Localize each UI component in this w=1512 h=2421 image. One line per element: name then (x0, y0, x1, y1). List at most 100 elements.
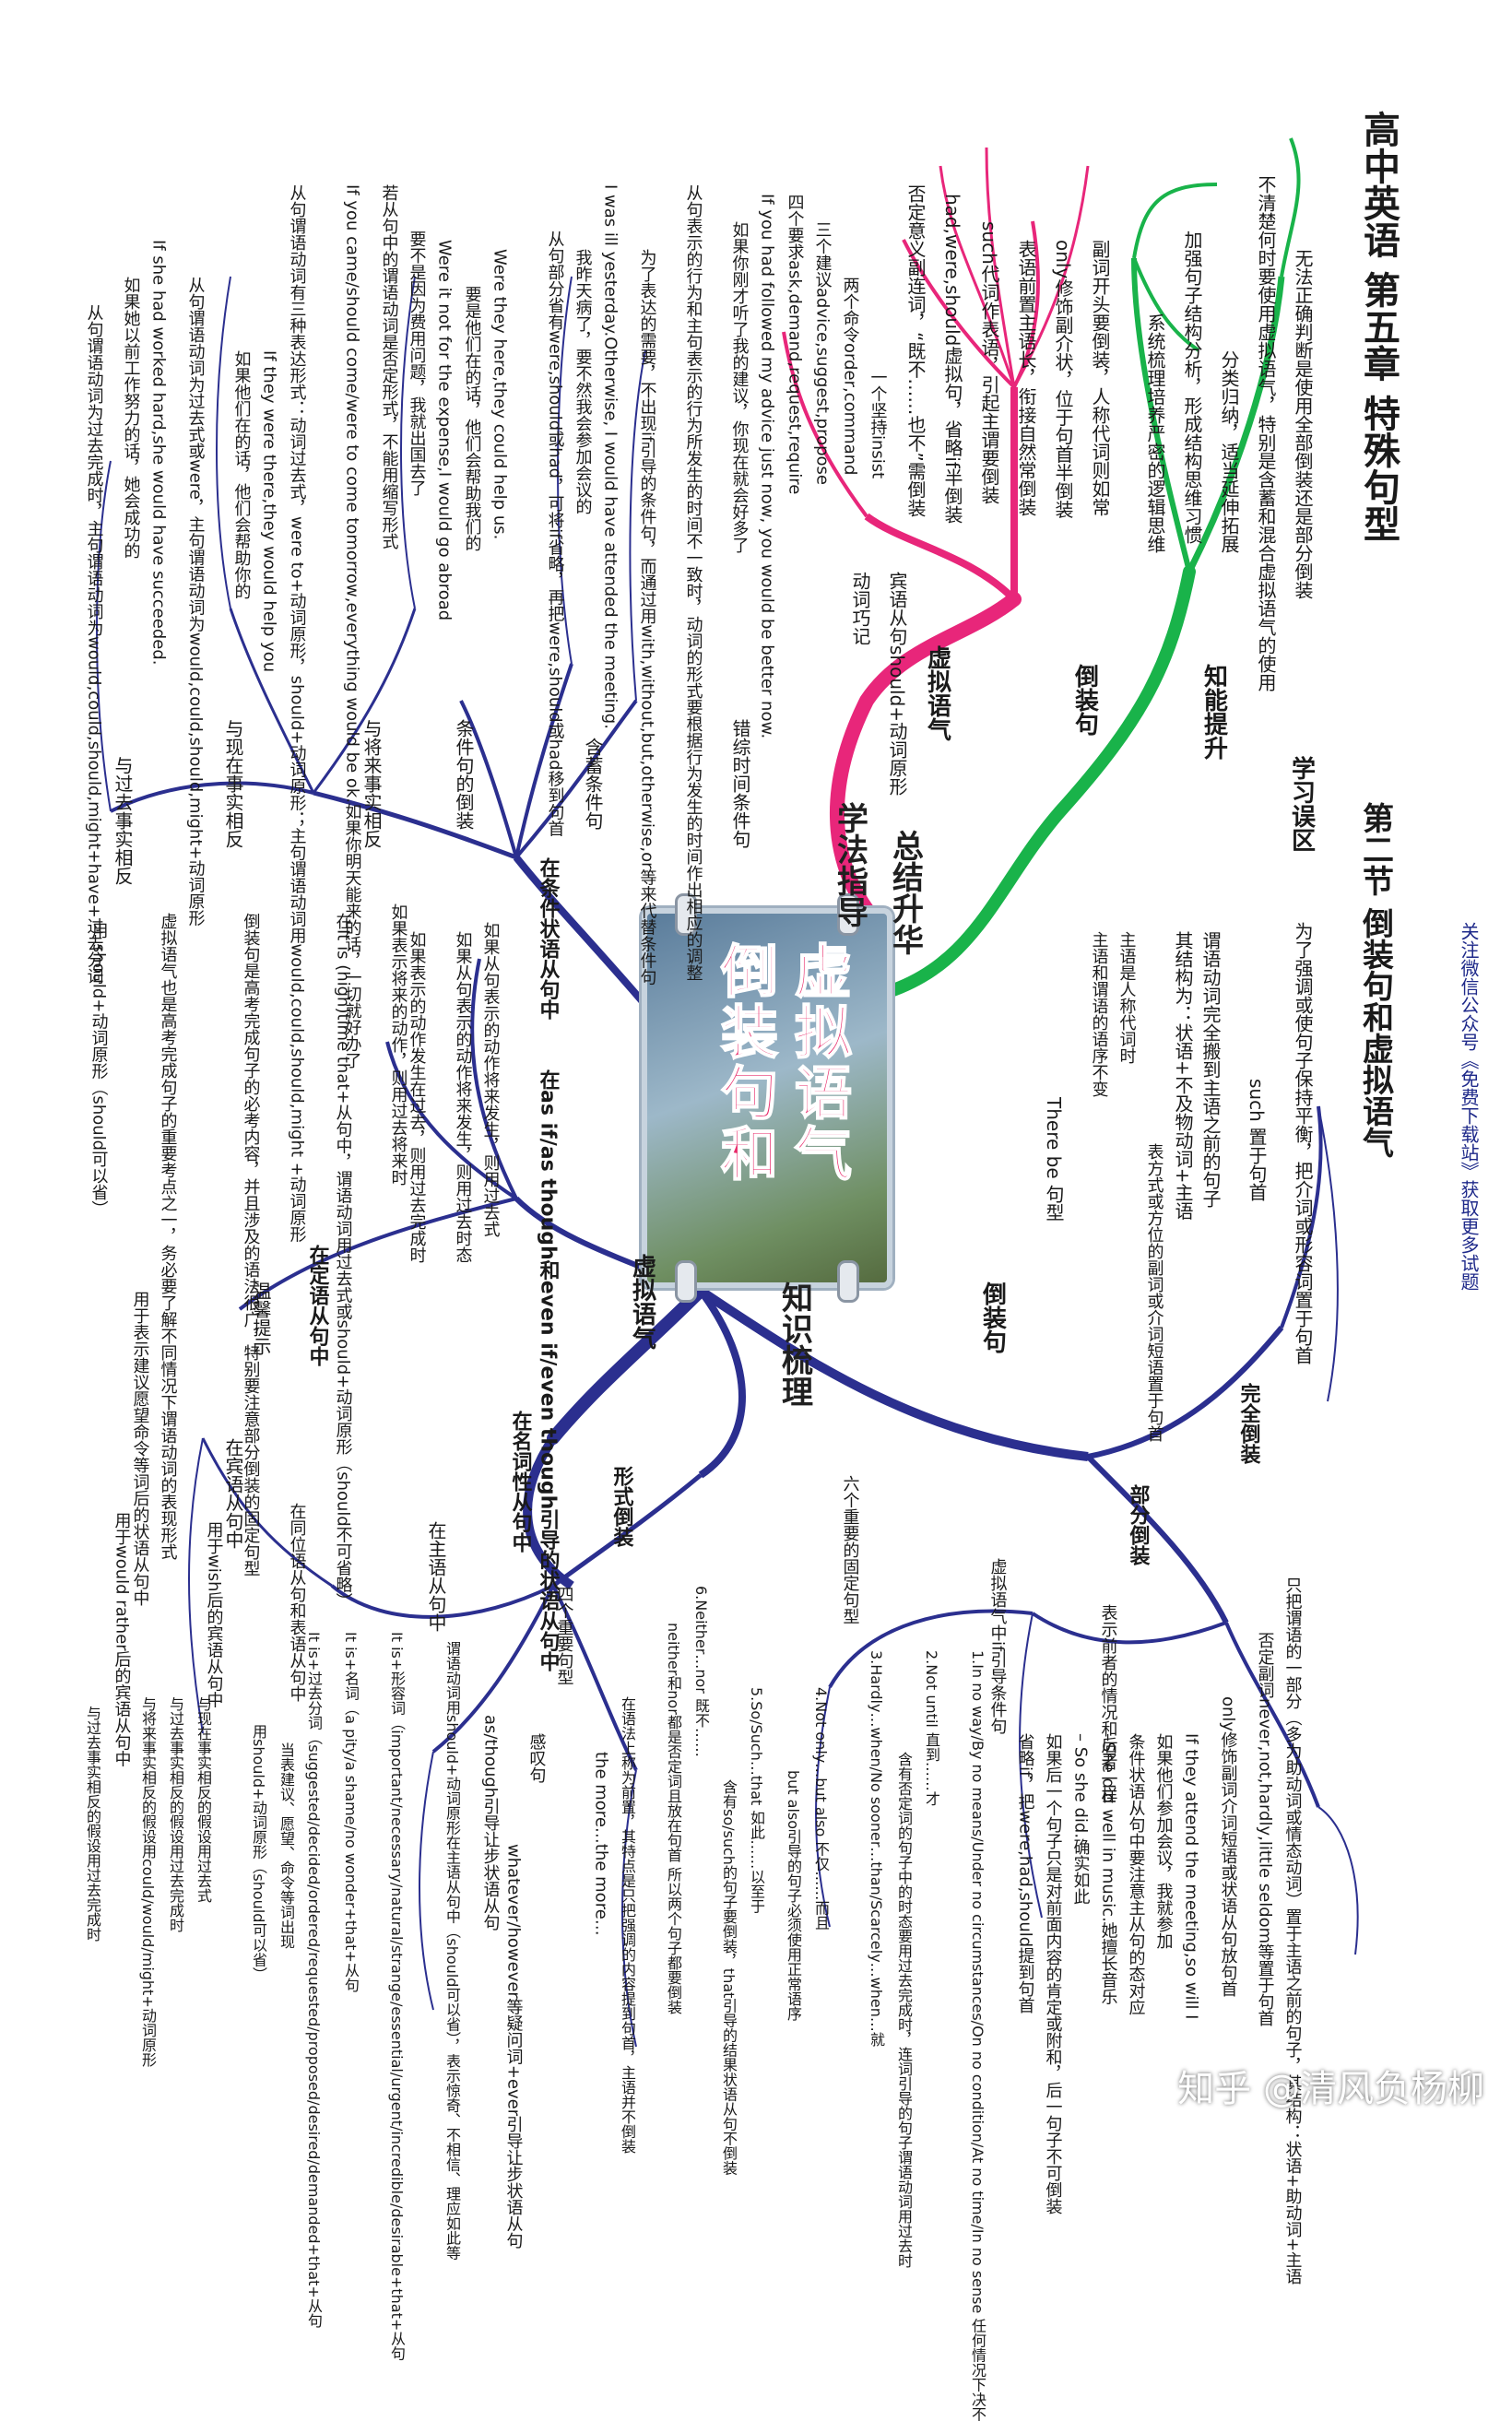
partial-so-she: – So she did.确实如此 (1070, 1733, 1091, 1906)
as-if-text2: 如果表示的动作发生在过去，则用过去完成时 (407, 931, 427, 1263)
binder-ring (675, 1260, 697, 1303)
future-text: If you came/should come/were to come tom… (342, 184, 362, 1069)
summary-method: 表方式或方位的副词或介词短语置于句首 (1144, 1143, 1164, 1442)
formal-though: as/though引导让步状语从句 (480, 1715, 501, 1931)
summary-line3: 其结构为：状语+不及物动词+主语 (1172, 931, 1194, 1221)
partial-neg: 否定副词never,not,hardly,little seldom等置于句首 (1255, 1632, 1275, 2027)
summary-inversion: 倒装句 (978, 1281, 1007, 1353)
fixed-item: but also引导的句子必须使用正常语序 (785, 1770, 802, 2022)
conditional-clause: 在条件状语从句中 (536, 857, 560, 1020)
mind-map-branches (96, 137, 1359, 2048)
present-text: If they were there,they would help you (259, 350, 279, 673)
subjunctive-leaf5: 与将来事实相反 (360, 719, 383, 848)
summary-line5: 主语和谓语的语序不变 (1089, 931, 1109, 1097)
fixed-item: 含有so/such的句子要倒装，that引导的结果状语从句不倒装 (720, 1779, 738, 2176)
formal-four: 四个重要句型 (554, 1586, 574, 1685)
formal-the-more-cn: 在语法上称为前置，其特点是只把强调的内容提到句首，主语并不倒装 (619, 1696, 636, 2154)
partial-intro: 只把谓语的一部分（多为助动词或情态动词）置于主语之前的句子，其结构：状语+助动词… (1282, 1577, 1303, 2285)
inversion-rule: had,were,should虚拟句，省略if半倒装 (941, 194, 963, 524)
subject-clause: 在主语从句中 (425, 1521, 447, 1632)
branch-method: 学法指导 (831, 802, 868, 927)
partial-she-did: –She did well in music.她擅长音乐 (1098, 1733, 1118, 2005)
partial-six: 六个重要的固定句型 (840, 1475, 860, 1624)
section-title: 第二节 倒装句和虚拟语气 (1356, 802, 1394, 1158)
fixed-item: 含有否定词的句子中的时态要用过去完成时，连词引导的句子谓语动词用过去时 (895, 1752, 913, 2268)
subjunctive-leaf4: 条件句的倒装 (453, 719, 475, 830)
branch-knowledge: 知识梳理 (775, 1281, 813, 1407)
center-title-line2: 虚拟语气 (784, 940, 853, 1186)
cond-text: 如果从句表示的动作将来发生，则用过去式 (480, 922, 501, 1237)
center-title-line1: 倒装句和 (710, 940, 779, 1186)
formal-label: 形式倒装 (609, 1466, 633, 1547)
partial-subj-if-text: 如果后一个句子只是对前面内容的肯定或附和，后一句子不可倒装 (1043, 1733, 1063, 2214)
notice: 关注微信公众号《免费下载站》获取更多试题 (1458, 922, 1480, 1291)
wish-item: 与现在事实相反的假设用过去式 (195, 1696, 212, 1903)
implicit-text: 我昨天病了，要不然我会参加会议的 (573, 249, 593, 514)
rather-clause: 用于would rather后的宾语从句中 (112, 1512, 132, 1767)
formal-the-more: the more…the more… (591, 1752, 611, 1936)
inverted-cond-text: Were they here,they could help us. (490, 249, 510, 540)
inversion-rule: 表语前置主语长，衔接自然常倒装 (1015, 240, 1037, 516)
fixed-item: 5.So/Such…that 如此……以至于 (748, 1687, 765, 1914)
inversion-rule: such代词作表语，引起主谓要倒装 (978, 221, 1000, 504)
future-text: 从句谓语动词有三种表达形式：动词过去式，were to+动词原形，should+… (287, 184, 307, 1243)
subject-item: 用should+动词原形（should可以省） (250, 1724, 267, 1982)
watermark: 知乎 @清风负杨柳 (1177, 2068, 1484, 2110)
inversion-rule: 否定意义副连词，“既不……也不”需倒装 (904, 184, 927, 517)
noun-clause: 在名词性从句中 (508, 1411, 532, 1553)
learning-area-label: 学习误区 (1287, 756, 1316, 852)
partial-subj-if: 虚拟语气中if引导条件句 (987, 1558, 1008, 1735)
past-text: 从句谓语动词为过去完成时，主句谓语动词为would,could,should,m… (84, 304, 104, 985)
partial-if-they-cn: 如果他们参加会议，我就参加 (1153, 1733, 1174, 1949)
it-is-time: 在It is (high)time that+从句中，谓语动词用过去式或shou… (333, 913, 353, 1610)
knowledge-subjunctive: 虚拟语气 (628, 1254, 656, 1350)
fixed-item: 6.Neither…nor 既不…… (692, 1586, 710, 1757)
wish-item: 与将来事实相反的假设用could/would/might+动词原形 (139, 1696, 157, 2067)
wish-item: 与过去事实相反的假设用过去完成时 (167, 1696, 184, 1932)
inverted-cond-text: 要不是因为费用问题，我就出国去了 (407, 230, 427, 496)
as-if-clause: 在as if/as though和even if/even though引导的状… (536, 1069, 560, 1672)
main-title: 高中英语 第五章 特殊句型 (1357, 111, 1400, 542)
partial-only: only修饰副词介词短语或状语从句放句首 (1218, 1696, 1238, 1998)
attributive-clause: 在定语从句中 (305, 1245, 329, 1366)
suggest-text: 用 should+动词原形（should可以省） (89, 922, 109, 1218)
verb-tip: 三个建议advice,suggest,propose (812, 221, 833, 486)
summary-partial: 部分倒装 (1126, 1484, 1150, 1565)
appos-clause: 在同位语从句和表语从句中 (287, 1503, 307, 1702)
partial-cond: 条件状语从句中要注意主从句的态对应 (1126, 1733, 1146, 2015)
cond-text2: 如果表示将来的动作，则用过去将来时 (388, 903, 408, 1186)
subject-item: 谓语动词用should+动词原形在主语从句中（should可以省），表示惊奇、不… (443, 1641, 461, 2261)
learning-area-text1: 无法正确判断是使用全部倒装还是部分倒装 (1292, 249, 1314, 599)
fixed-item: 1.In no way/By no means/Under no circums… (969, 1650, 986, 2421)
present-text: 从句谓语动词为过去式或were，主句谓语动词为would,could,shoul… (185, 277, 206, 927)
suggest-clause: 用于表示建议愿望命令等词后的状语从句中 (130, 1291, 150, 1606)
implicit-text: 为了表达的需要，不出现if引导的条件句，而通过用with,without,but… (637, 249, 657, 986)
past-text: If she had worked hard,she would have su… (148, 240, 169, 666)
branch-summary: 总结升华 (886, 830, 924, 955)
mixed-text: 从句表示的行为和主句表示的行为所发生的时间不一致时，动词的形式要根据行为发生的时… (683, 184, 703, 981)
fixed-item: 3.Hardly…when/No sooner…than/Scarcely…wh… (868, 1650, 885, 2047)
summary-full: 完全倒装 (1236, 1383, 1260, 1464)
subjunctive-leaf2: 错综时间条件句 (729, 719, 751, 848)
past-text: 如果她以前工作努力的话，她会成功的 (121, 277, 141, 559)
it-is-time2: 倒装句是高考完成句子的必考内容，并且涉及的语法很广，特别要注意部分倒装的固定句型 (241, 913, 261, 1577)
verb-tip: 四个要求ask,demand,request,require (785, 194, 805, 495)
formal-exclam: 感叹句 (526, 1733, 547, 1783)
present-text: 如果他们在的话，他们会帮助你的 (231, 350, 252, 599)
subjunctive-leaf1: 宾语从句should+动词原形 (886, 572, 908, 797)
binder-ring (837, 893, 859, 936)
partial-omit: 省略if，把were,had,should提到句首 (1015, 1733, 1035, 2014)
subjunctive-leaf3: 含蓄条件句 (582, 738, 604, 830)
learning-area-text2: 不清楚何时要使用虚拟语气，特别是含蓄和混合虚拟语气的使用 (1255, 175, 1277, 691)
inversion-rule: 副词开头要倒装，人称代词则如常 (1089, 240, 1111, 516)
partial-if-they: If they attend the meeting,so will I (1181, 1733, 1201, 2020)
summary-such: such 置于句首 (1246, 1079, 1268, 1202)
fixed-item: neither和nor都是否定词且放在句首 所以两个句子都要倒装 (665, 1623, 682, 2014)
subject-item: It is+形容词（important/necessary/natural/st… (388, 1632, 406, 2361)
method-inversion-label: 倒装句 (1070, 664, 1099, 736)
skill-text1: 加强句子结构分析，形成结构思维习惯 (1181, 230, 1203, 544)
mixed-text: If you had followed my advice just now, … (757, 194, 777, 739)
fixed-item: 4.Not only…but also 不仅……而且 (812, 1687, 830, 1931)
method-subjunctive-label: 虚拟语气 (923, 645, 951, 741)
subject-item: It is+名词（a pity/a shame/no wonder+that+从… (342, 1632, 360, 1992)
